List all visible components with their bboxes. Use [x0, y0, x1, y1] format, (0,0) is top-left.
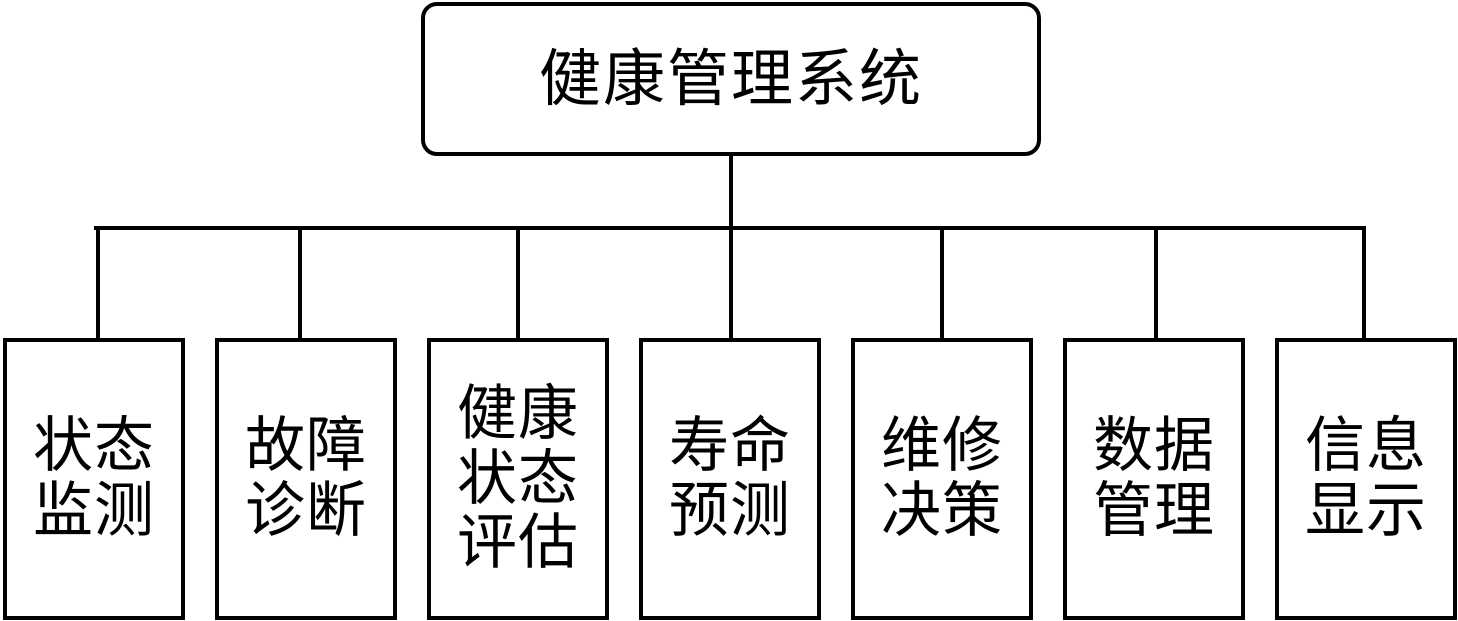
child-node-label: 状态监测 — [33, 411, 155, 546]
child-node-label: 寿命预测 — [669, 411, 791, 546]
child-node-box-info-display: 信息显示 — [1275, 338, 1457, 620]
child-node-box-data-management: 数据管理 — [1063, 338, 1245, 620]
child-node-label: 故障诊断 — [245, 411, 367, 546]
child-node-label: 数据管理 — [1093, 411, 1215, 546]
child-node-box-health-assessment: 健康状态评估 — [427, 338, 609, 620]
child-node-box-status-monitoring: 状态监测 — [3, 338, 185, 620]
child-node-box-life-prediction: 寿命预测 — [639, 338, 821, 620]
child-node-label: 信息显示 — [1305, 411, 1427, 546]
root-node-label: 健康管理系统 — [538, 42, 923, 115]
root-node-box: 健康管理系统 — [421, 2, 1041, 156]
child-node-box-maintenance-decision: 维修决策 — [851, 338, 1033, 620]
child-node-label: 维修决策 — [881, 411, 1003, 546]
child-node-label: 健康状态评估 — [457, 378, 579, 579]
child-node-box-fault-diagnosis: 故障诊断 — [215, 338, 397, 620]
